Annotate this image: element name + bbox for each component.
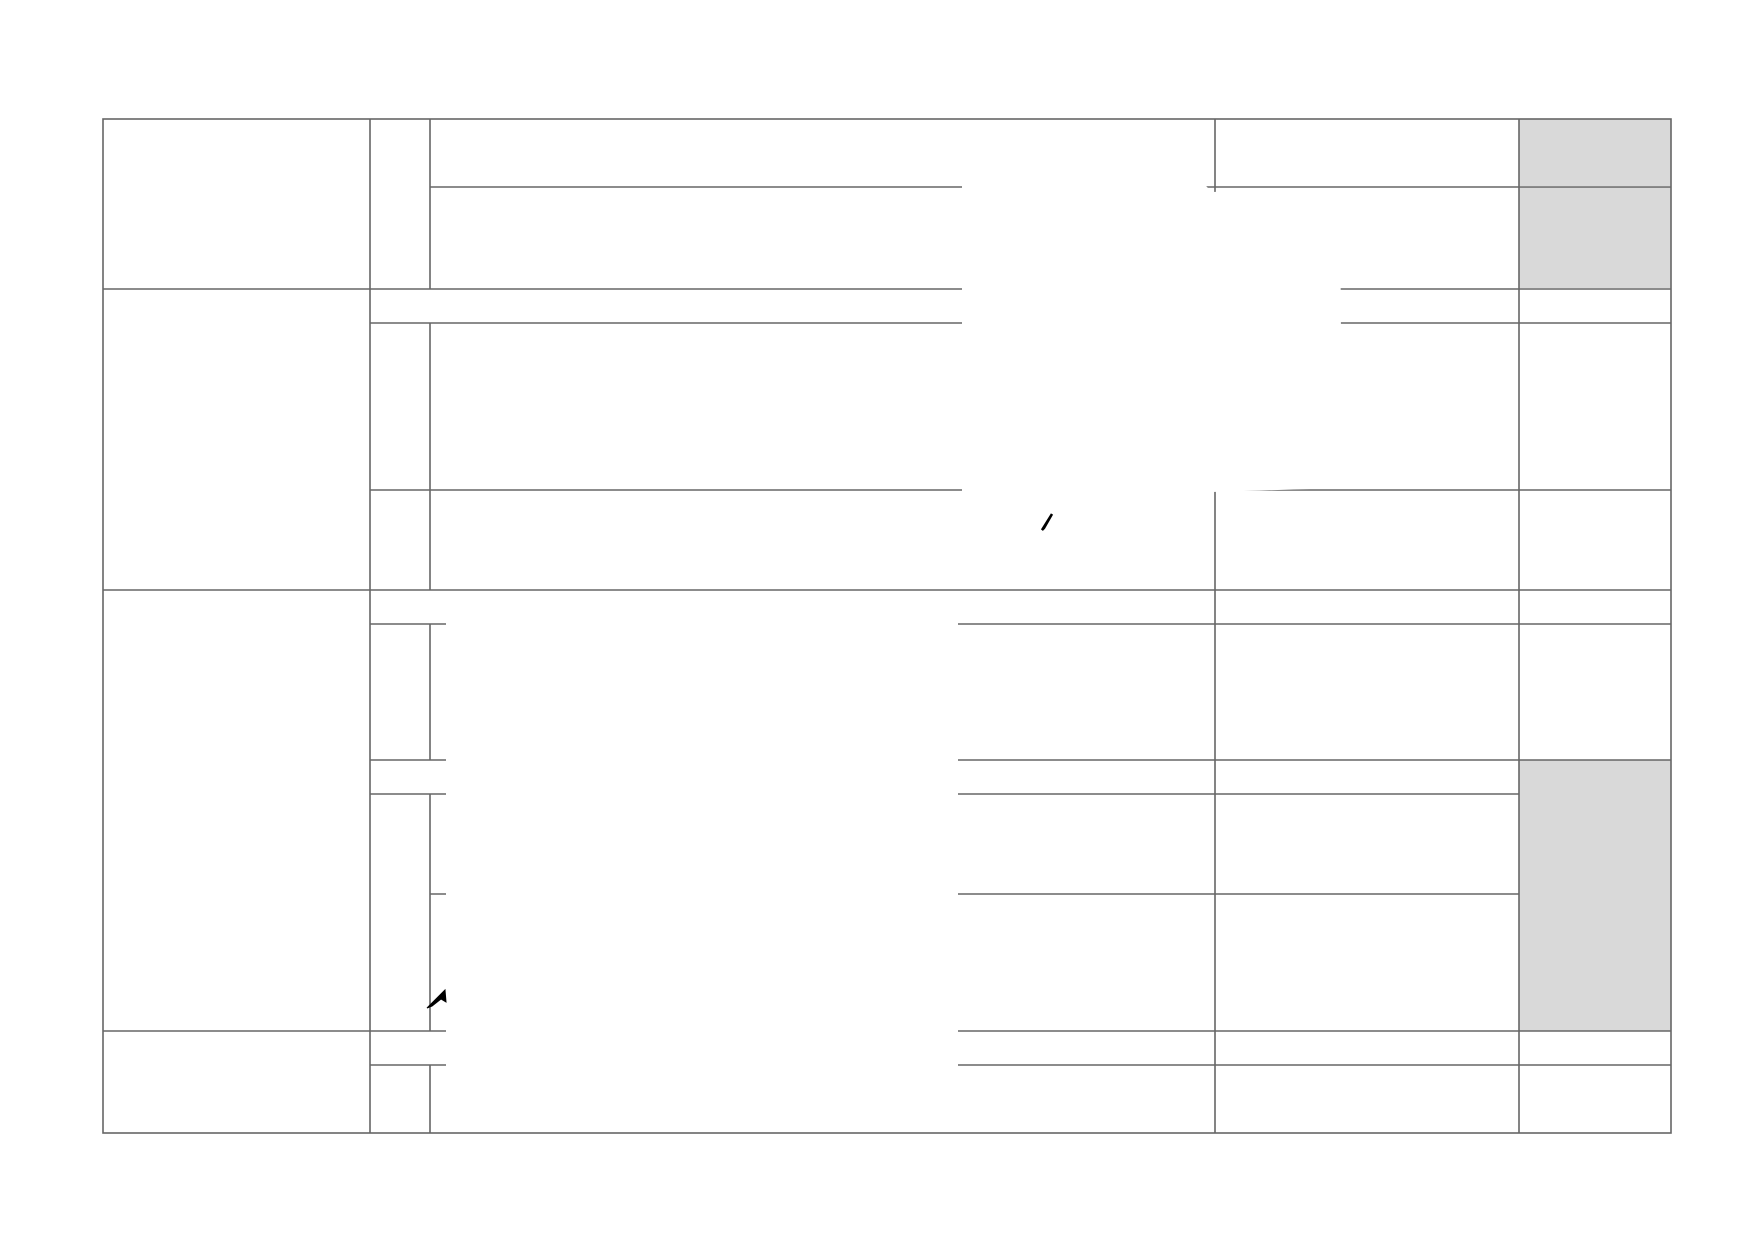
table-border xyxy=(102,118,1672,1134)
white-patch-upper xyxy=(962,180,1342,522)
white-patch-lower xyxy=(446,595,958,1075)
pen-marks xyxy=(426,513,1054,1009)
pen-mark-lower xyxy=(426,988,447,1009)
shaded-cell xyxy=(1519,760,1671,1031)
correction-patches xyxy=(446,180,1342,1075)
shaded-cells xyxy=(1519,119,1671,1031)
shaded-cell xyxy=(1519,119,1671,186)
pen-mark-upper xyxy=(1040,513,1054,531)
shaded-cell xyxy=(1519,187,1671,288)
